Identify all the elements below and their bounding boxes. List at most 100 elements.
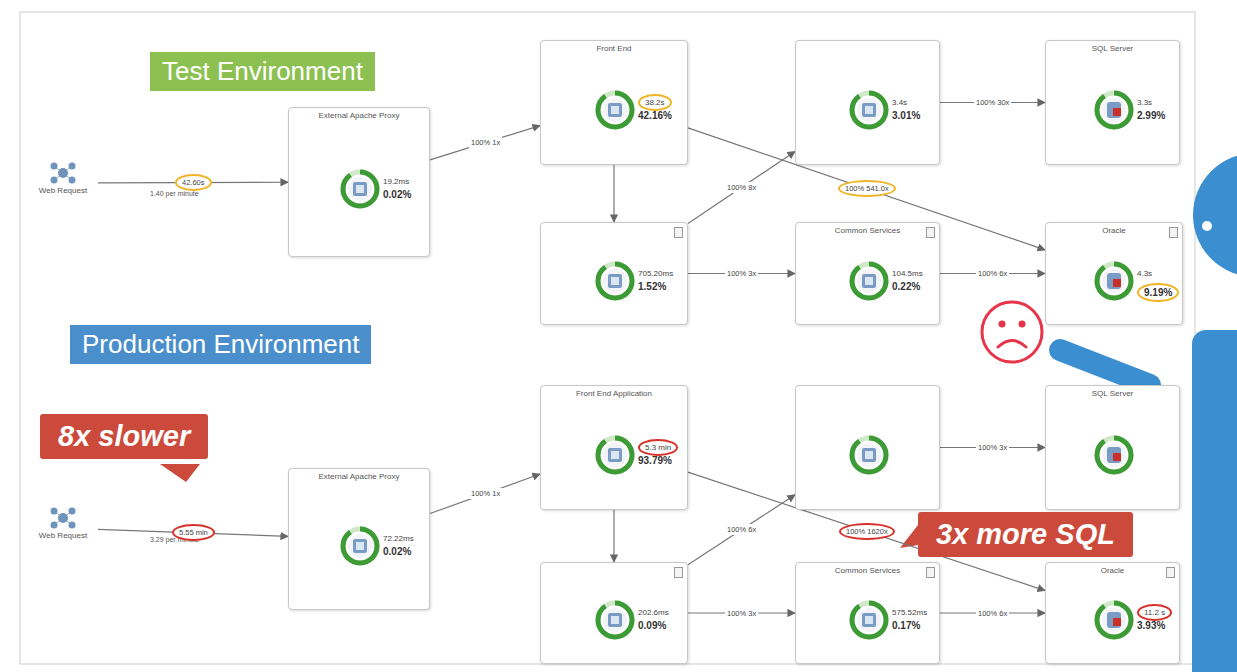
edge-label: 100% 3x [725,268,758,279]
doc-icon [926,567,935,578]
edge-label: 5.55 min [172,524,215,541]
percent-value: 0.09% [638,620,666,631]
percent-value: 3.93% [1137,620,1165,631]
box-title: Common Services [802,566,933,575]
service-box: 202.6ms 0.09% [540,562,688,664]
percent-value: 0.17% [892,620,920,631]
service-box: Oracle 4.3s 9.19% [1045,222,1183,325]
response-time: 11.2 s [1137,604,1172,621]
service-icon [593,88,637,132]
edge-label: 100% 3x [976,442,1009,453]
response-time: 202.6ms [638,608,669,617]
service-icon [338,167,382,211]
service-box: Front End 38.2s42.16% [540,40,688,165]
box-title: SQL Server [1052,44,1173,53]
service-box [795,385,940,510]
box-title: External Apache Proxy [295,111,423,120]
service-icon [847,433,891,477]
percent-value: 0.22% [892,281,920,292]
call-connector [613,165,614,222]
service-icon [847,259,891,303]
box-title: Oracle [1052,566,1173,575]
percent-value: 3.01% [892,110,920,121]
heading-text: 8x slower [58,420,190,453]
box-title: SQL Server [1052,389,1173,398]
percent-value: 1.52% [638,281,666,292]
percent-value: 0.02% [383,189,411,200]
edge-label: 100% 8x [725,182,758,193]
call-connector [430,126,540,160]
doc-icon [1166,567,1175,578]
percent-value: 0.02% [383,546,411,557]
response-time: 3.3s [1137,98,1152,107]
callout-box: 3x more SQL [918,512,1133,557]
edge-label: 100% 3x [725,608,758,619]
cartoon-figure [982,153,1237,672]
call-connector [430,474,540,513]
response-time: 38.2s [638,94,672,111]
service-box: 3.4s 3.01% [795,40,940,165]
service-icon [593,598,637,642]
call-connector [688,151,795,223]
box-title: Front End Application [547,389,681,398]
callout-box: 8x slower [40,414,208,459]
response-time: 72.22ms [383,534,414,543]
box-title: Common Services [802,226,933,235]
environment-label: Test Environment [150,52,375,91]
service-box: External Apache Proxy 72.22ms 0.02% [288,468,430,610]
edge-label: 100% 1620x [839,523,895,540]
node-label: Web Request [28,186,98,195]
service-icon [1092,598,1136,642]
node-label: Web Request [28,531,98,540]
service-icon [1092,433,1136,477]
response-time: 705.20ms [638,269,673,278]
callout-pointer [900,525,918,548]
percent-value: 9.19% [1137,283,1179,302]
percent-value: 2.99% [1137,110,1165,121]
service-icon [593,259,637,303]
request-node: Web Request [28,505,98,551]
percent-value: 42.16% [638,110,672,121]
callout-pointer [160,464,200,482]
response-time: 19.2ms [383,177,409,186]
service-box: SQL Server 3.3s 2.99% [1045,40,1180,165]
doc-icon [1169,227,1178,238]
service-box: SQL Server [1045,385,1180,510]
box-title: External Apache Proxy [295,472,423,481]
service-box: Oracle 11.2 s3.93% [1045,562,1180,664]
edge-label: 42.60s [175,174,212,191]
service-icon [847,88,891,132]
response-time: 104.5ms [892,269,923,278]
service-icon [847,598,891,642]
box-title: Oracle [1052,226,1176,235]
edge-label: 100% 541.0x [838,180,896,197]
response-time: 575.52ms [892,608,927,617]
call-connector [688,495,795,565]
edge-label: 100% 6x [976,268,1009,279]
service-box: Common Services 104.5ms 0.22% [795,222,940,325]
service-icon [1092,259,1136,303]
heading-text: Production Environment [82,329,359,360]
service-box: External Apache Proxy 19.2ms 0.02% [288,107,430,257]
box-title: Front End [547,44,681,53]
edge-label: 100% 6x [725,524,758,535]
request-icon [48,505,78,531]
response-time: 3.4s [892,98,907,107]
edge-label: 100% 6x [976,608,1009,619]
response-time: 5.3 min [638,439,678,456]
service-icon [593,433,637,477]
request-icon [48,160,78,186]
heading-text: 3x more SQL [936,518,1115,551]
environment-label: Production Environment [70,325,371,364]
frame [20,12,1195,664]
edge-label: 100% 1x [469,488,502,499]
response-time: 4.3s [1137,269,1152,278]
percent-value: 93.79% [638,455,672,466]
service-icon [1092,88,1136,132]
service-box: Common Services 575.52ms 0.17% [795,562,940,664]
heading-text: Test Environment [162,56,363,87]
rate-note: 1.40 per minute [150,190,199,197]
doc-icon [674,227,683,238]
service-icon [338,524,382,568]
service-box: Front End Application 5.3 min93.79% [540,385,688,510]
